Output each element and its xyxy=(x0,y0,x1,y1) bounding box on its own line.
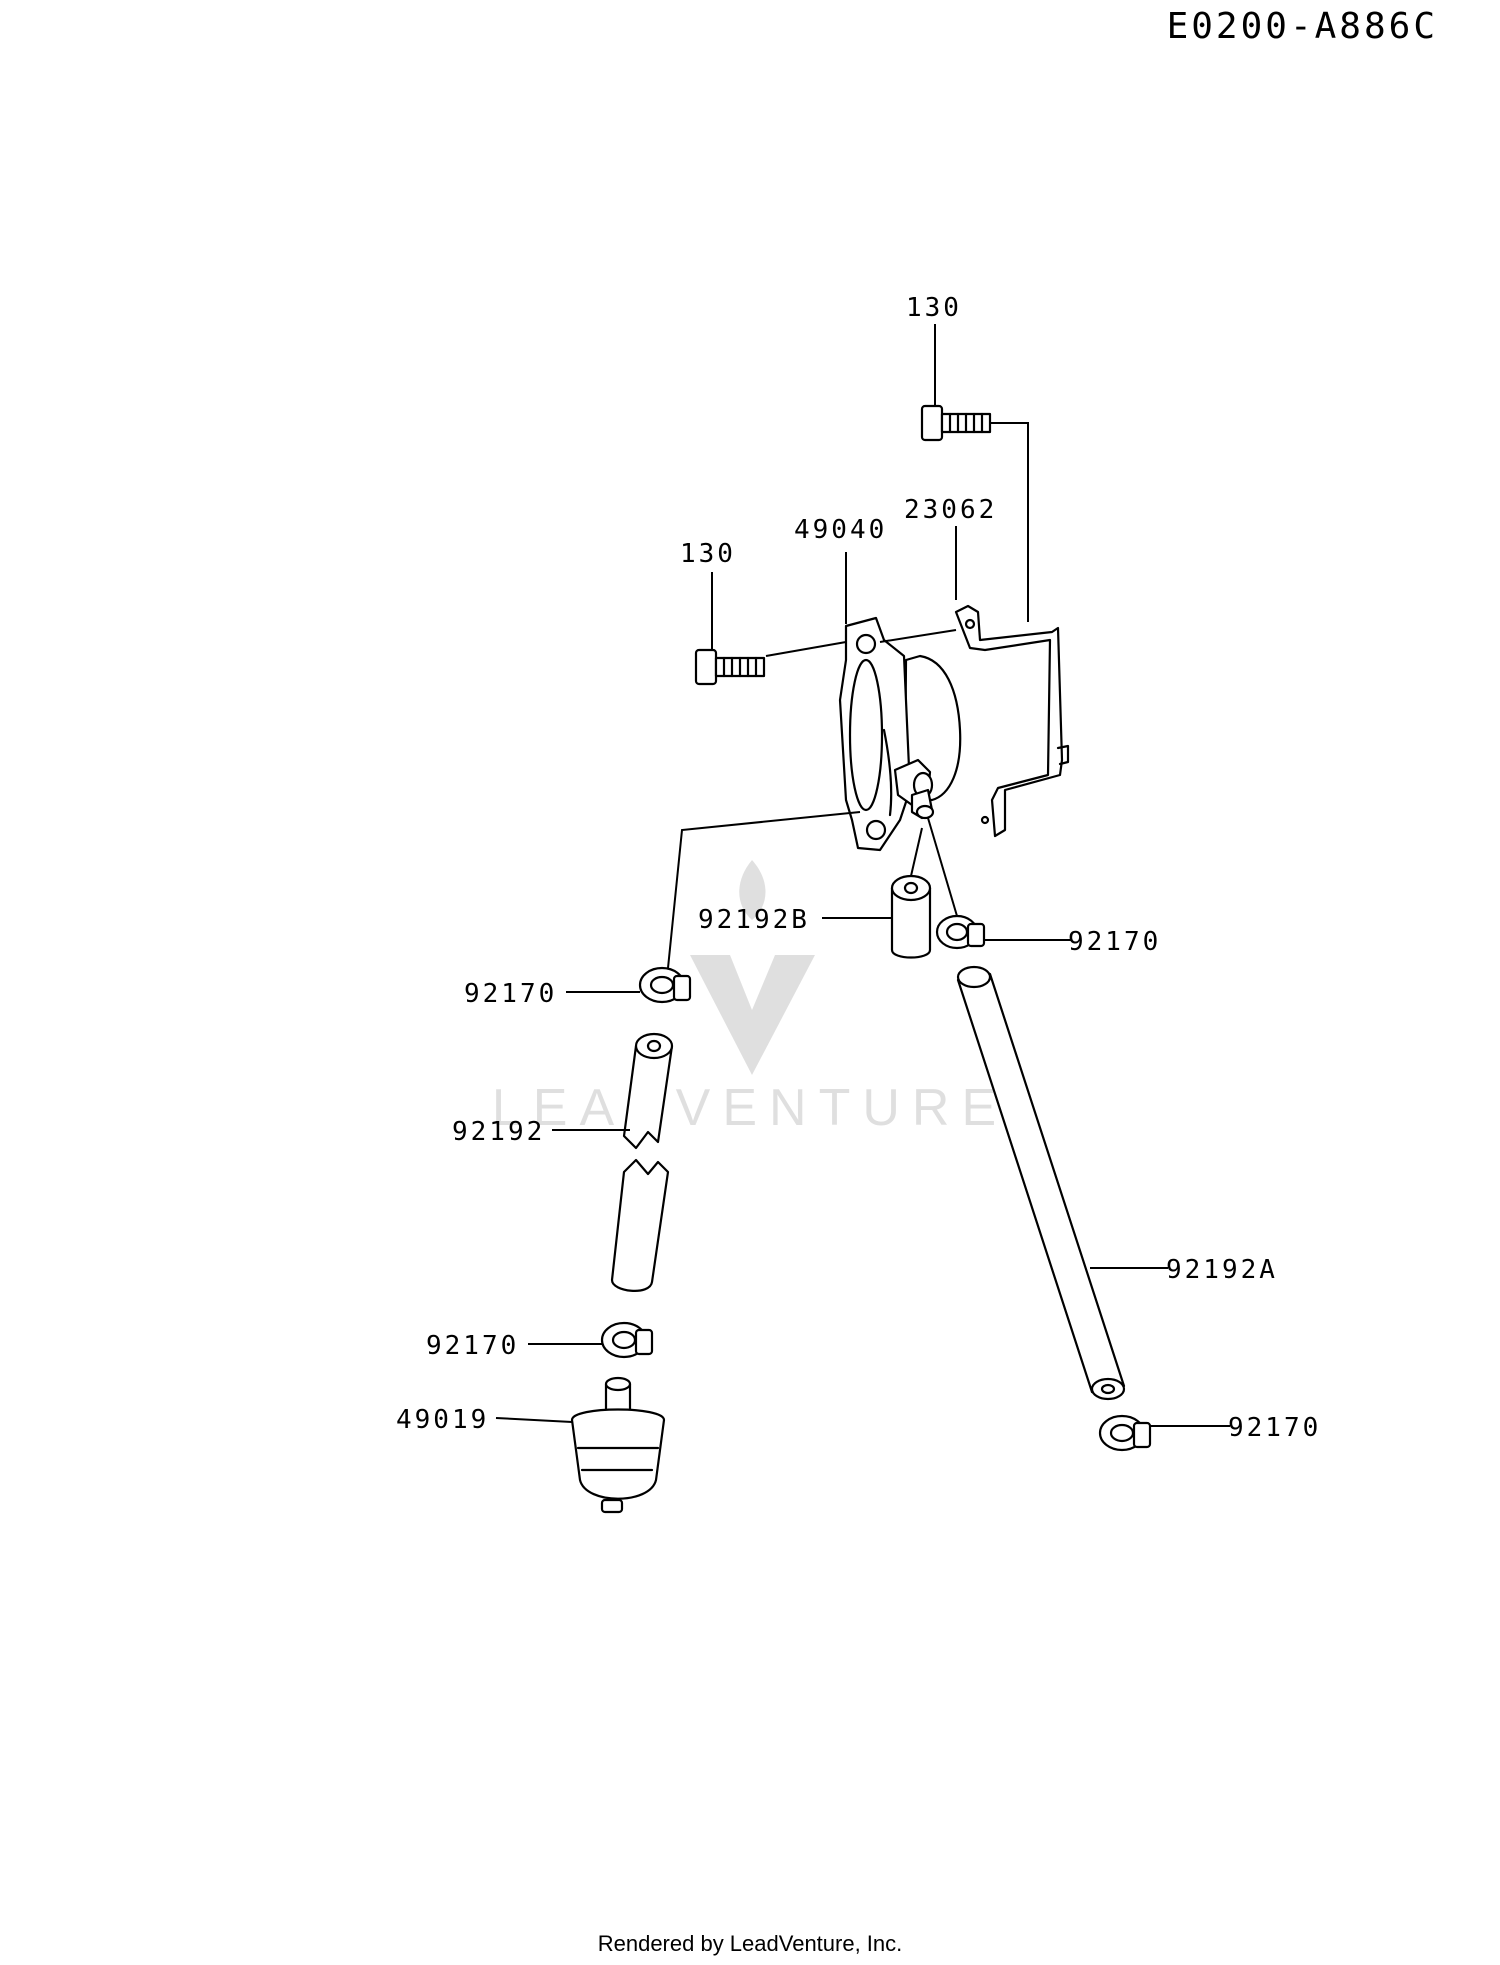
footer-credit: Rendered by LeadVenture, Inc. xyxy=(597,1931,903,1956)
label-clamp-right-top: 92170 xyxy=(1068,927,1161,957)
leader-lines xyxy=(495,324,1230,1427)
hose-left-icon xyxy=(610,1032,674,1292)
bracket-icon xyxy=(954,604,1070,838)
bolt-left-icon xyxy=(694,648,766,686)
leader-bolt-left-pump xyxy=(765,641,847,657)
bolt-top-icon xyxy=(920,404,992,442)
fuel-pump-icon xyxy=(838,616,962,852)
label-fuel-filter: 49019 xyxy=(396,1405,489,1435)
hose-short-icon xyxy=(890,874,932,959)
label-hose-short: 92192B xyxy=(698,905,810,935)
leader-bolt-top-bracket xyxy=(990,422,1029,622)
fuel-filter-icon xyxy=(570,1376,666,1514)
clamp-left-bottom-icon xyxy=(600,1321,654,1359)
label-clamp-left-top: 92170 xyxy=(464,979,557,1009)
watermark-v-icon xyxy=(690,955,815,1075)
leader-pump-bracket xyxy=(879,629,957,643)
clamp-right-bottom-icon xyxy=(1098,1414,1152,1452)
watermark-text: LEADVENTURE xyxy=(492,1079,1008,1137)
label-clamp-left-bottom: 92170 xyxy=(426,1331,519,1361)
clamp-left-top-icon xyxy=(638,966,692,1004)
clamp-right-top-icon xyxy=(935,914,986,950)
label-fuel-pump: 49040 xyxy=(794,515,887,545)
hose-long-icon xyxy=(956,965,1126,1401)
diagram-code: E0200-A886C xyxy=(1166,6,1438,47)
label-clamp-right-bottom: 92170 xyxy=(1228,1413,1321,1443)
leader-fuel-filter xyxy=(495,1417,573,1423)
label-bolt-left: 130 xyxy=(680,539,736,569)
leader-pump-clamp-left xyxy=(667,811,861,969)
part-labels: 130 130 49040 23062 92192B 92170 92170 9… xyxy=(396,293,1321,1443)
label-bracket: 23062 xyxy=(904,495,997,525)
label-hose-left: 92192 xyxy=(452,1117,545,1147)
label-bolt-top: 130 xyxy=(906,293,962,323)
label-hose-long: 92192A xyxy=(1166,1255,1278,1285)
watermark-flame-icon xyxy=(739,860,766,920)
watermark: LEADVENTURE xyxy=(492,860,1008,1137)
leader-pump-hose-short xyxy=(910,827,923,877)
leader-pump-clamp-right xyxy=(927,817,958,917)
